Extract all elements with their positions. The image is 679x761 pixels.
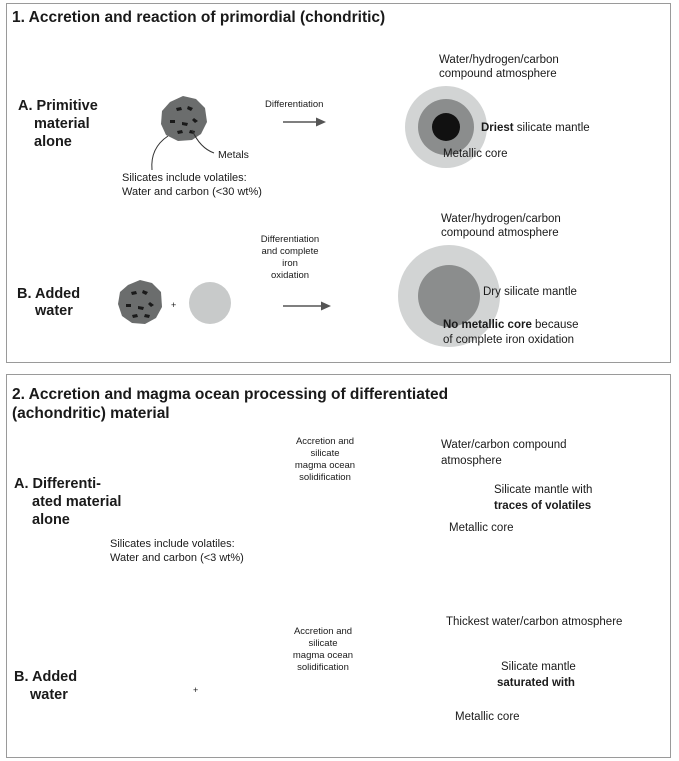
core-label-1b-line2: of complete iron oxidation — [443, 334, 575, 346]
volatiles-note-1a-line2: Water and carbon (<30 wt%) — [122, 186, 262, 198]
row-1a-label-line1: A. Primitive — [18, 98, 98, 114]
volatiles-note-2a-line2: Water and carbon (<3 wt%) — [110, 552, 244, 564]
process-label-1b-line2: and complete — [261, 246, 319, 257]
mantle-label-2b-line2: saturated with — [497, 677, 575, 689]
panel2-title-line2: (achondritic) material — [12, 405, 170, 422]
process-label-1a: Differentiation — [265, 99, 324, 110]
atmosphere-label-2b: Thickest water/carbon atmosphere — [446, 616, 623, 628]
row-2b-label-line2: water — [30, 687, 68, 703]
core-label-1b-line1: No metallic core because — [443, 319, 579, 331]
process-label-1b-line1: Differentiation — [260, 234, 320, 245]
process-label-2a-line2: silicate — [310, 448, 340, 459]
volatiles-note-1a-line1: Silicates include volatiles: — [122, 172, 247, 184]
plus-sign-2b: + — [193, 685, 199, 695]
atmosphere-label-2a-line1: Water/carbon compound — [441, 439, 567, 451]
row-1b-label-line2: water — [35, 303, 73, 319]
metals-label: Metals — [218, 149, 249, 161]
process-label-2a-line3: magma ocean — [294, 460, 356, 471]
process-label-2a-line1: Accretion and — [295, 436, 355, 447]
mantle-label-1a: Driest silicate mantle — [481, 122, 590, 134]
row-2a-label-line2: ated material — [32, 494, 122, 510]
process-label-1b-line3: iron — [282, 258, 298, 269]
core-label-2a: Metallic core — [449, 522, 514, 534]
primitive-rock-icon — [161, 96, 207, 141]
mantle-label-2a-line1: Silicate mantle with — [494, 484, 593, 496]
row-2a-label-line3: alone — [32, 512, 70, 528]
panel2-title-line1: 2. Accretion and magma ocean processing … — [12, 386, 449, 403]
panel-differentiated-accretion — [6, 374, 671, 758]
row-2b-label-line1: B. Added — [14, 669, 78, 685]
atmosphere-label-2a-line2: atmosphere — [441, 455, 502, 467]
metals-pointer — [191, 129, 215, 154]
mantle-label-1b: Dry silicate mantle — [483, 286, 577, 298]
mantle-label-2b-line1: Silicate mantle — [501, 661, 576, 673]
row-1b-label-line1: B. Added — [17, 286, 81, 302]
arrow-differentiation-1a — [283, 117, 326, 127]
atmosphere-label-1b-line1: Water/hydrogen/carbon — [441, 213, 561, 225]
panel-primordial-accretion — [6, 3, 671, 363]
volatiles-pointer-1 — [151, 135, 169, 171]
plus-sign-1b: + — [171, 300, 177, 310]
primitive-rock-icon-b — [118, 280, 162, 324]
planet-1b — [398, 245, 500, 347]
water-body-1b — [189, 282, 231, 324]
process-label-2b-line3: magma ocean — [292, 650, 354, 661]
volatiles-note-2a-line1: Silicates include volatiles: — [110, 538, 235, 550]
row-1a-label-line2: material — [34, 116, 90, 132]
core-label-1a: Metallic core — [443, 148, 508, 160]
row-1a-label-line3: alone — [34, 134, 72, 150]
atmosphere-label-1a-line2: compound atmosphere — [439, 68, 557, 80]
mantle-label-2a-line2: traces of volatiles — [494, 500, 592, 512]
panel1-title: 1. Accretion and reaction of primordial … — [12, 9, 386, 26]
row-2a-label-line1: A. Differenti- — [14, 476, 101, 492]
process-label-1b-line4: oxidation — [270, 270, 310, 281]
atmosphere-label-1a-line1: Water/hydrogen/carbon — [439, 54, 559, 66]
atmosphere-label-1b-line2: compound atmosphere — [441, 227, 559, 239]
process-label-2b-line4: solidification — [297, 662, 349, 673]
planet-1a — [405, 86, 487, 168]
process-label-2a-line4: solidification — [299, 472, 351, 483]
core-label-2b: Metallic core — [455, 711, 520, 723]
process-label-2b-line1: Accretion and — [293, 626, 353, 637]
arrow-differentiation-1b — [283, 301, 331, 311]
process-label-2b-line2: silicate — [308, 638, 338, 649]
